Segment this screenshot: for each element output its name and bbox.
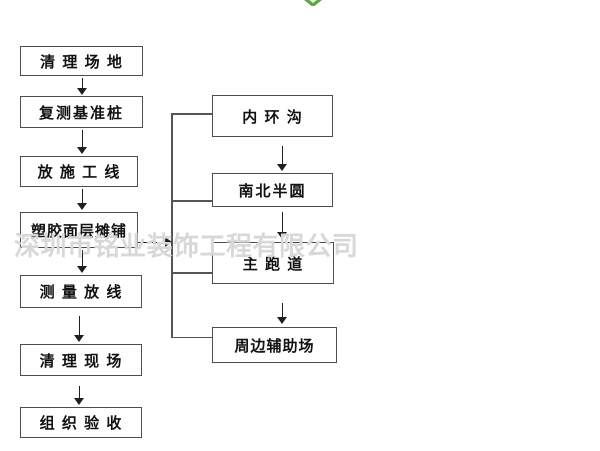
down-arrow-icon: [277, 303, 288, 324]
flow-node-peripheral-auxiliary-field: 周边辅助场: [212, 327, 337, 363]
flow-node-survey-setting-out: 测 量 放 线: [20, 275, 142, 308]
connector-trunk-line: [171, 113, 173, 338]
down-arrow-icon: [77, 250, 88, 273]
connector-branch-line: [171, 272, 212, 274]
flow-node-set-construction-line: 放 施 工 线: [20, 156, 138, 187]
down-arrow-icon: [74, 316, 85, 342]
flow-node-rubber-surface-paving: 塑胶面层摊铺: [20, 212, 138, 248]
down-arrow-icon: [77, 78, 88, 95]
flow-node-organize-acceptance: 组 织 验 收: [20, 407, 142, 438]
flow-node-north-south-semicircle: 南北半圆: [212, 173, 333, 207]
down-arrow-icon: [77, 130, 88, 154]
connector-branch-line: [171, 336, 213, 338]
down-arrow-icon: [74, 386, 85, 405]
flow-node-clean-up-site: 清 理 现 场: [20, 344, 142, 376]
flow-node-main-runway: 主 跑 道: [212, 242, 334, 284]
connector-branch-line: [171, 113, 212, 115]
down-arrow-icon: [77, 189, 88, 210]
flow-node-resurvey-benchmark-piles: 复测基准桩: [20, 96, 143, 128]
down-arrow-icon: [277, 146, 288, 171]
flow-node-inner-ring-ditch: 内 环 沟: [212, 95, 333, 137]
down-arrow-icon: [277, 212, 288, 239]
connector-branch-line: [171, 200, 212, 202]
right-arrow-icon: [138, 237, 172, 248]
green-chevron-icon: [304, 0, 322, 6]
flow-node-clear-site: 清 理 场 地: [20, 46, 143, 76]
